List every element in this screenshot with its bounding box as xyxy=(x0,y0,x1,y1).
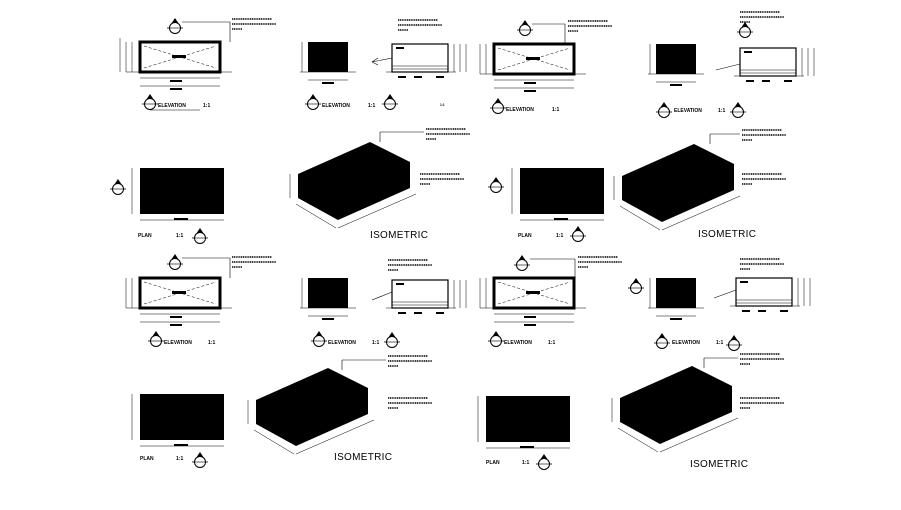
scale-label-8: 1:1 xyxy=(548,340,555,346)
elevation-front-4 xyxy=(478,276,588,328)
isometric-block-2 xyxy=(613,143,741,231)
plan-scale-2: 1:1 xyxy=(556,233,563,239)
scale-label-4: 1:1 xyxy=(552,107,559,113)
plan-title-1: PLAN xyxy=(138,233,152,239)
elevation-side-4 xyxy=(647,277,705,321)
elevation-side-2 xyxy=(647,43,705,87)
section-marker-1 xyxy=(141,93,159,110)
plan-scale-3: 1:1 xyxy=(176,456,183,462)
elevation-title-7: ELEVATION xyxy=(504,340,532,346)
plan-view-3 xyxy=(131,393,225,447)
scale-label-1: 1:1 xyxy=(203,103,210,109)
elevation-title-8: ELEVATION xyxy=(672,340,700,346)
isometric-block-1 xyxy=(289,141,417,229)
isometric-title-2: ISOMETRIC xyxy=(698,229,756,240)
isometric-title-1: ISOMETRIC xyxy=(370,230,428,241)
elevation-front-3 xyxy=(124,276,234,328)
elevation-front-1 xyxy=(119,38,234,92)
scale-label-5: 1:1 xyxy=(718,108,725,114)
plan-scale-4: 1:1 xyxy=(522,460,529,466)
plan-view-1 xyxy=(131,167,225,221)
elevation-open-4 xyxy=(729,277,811,313)
elevation-side-1 xyxy=(299,41,357,85)
isometric-title-4: ISOMETRIC xyxy=(690,459,748,470)
plan-view-4 xyxy=(477,395,571,449)
plan-scale-1: 1:1 xyxy=(176,233,183,239)
isometric-block-3 xyxy=(247,367,375,455)
elevation-title-1: ELEVATION xyxy=(158,103,186,109)
scale-label-2: 1:1 xyxy=(368,103,375,109)
plan-title-4: PLAN xyxy=(486,460,500,466)
elevation-open-3 xyxy=(385,279,467,315)
scale-label-7: 1:1 xyxy=(372,340,379,346)
elevation-title-2: ELEVATION xyxy=(322,103,350,109)
scale-label-3: 1:1 xyxy=(440,103,445,107)
isometric-block-4 xyxy=(611,365,739,453)
elevation-side-3 xyxy=(299,277,357,321)
elevation-open-1 xyxy=(385,43,467,79)
elevation-title-5: ELEVATION xyxy=(164,340,192,346)
elevation-title-3: ELEVATION xyxy=(506,107,534,113)
elevation-title-6: ELEVATION xyxy=(328,340,356,346)
elevation-open-2 xyxy=(733,47,815,83)
plan-title-3: PLAN xyxy=(140,456,154,462)
elevation-front-2 xyxy=(478,42,588,94)
scale-label-9: 1:1 xyxy=(716,340,723,346)
scale-label-6: 1:1 xyxy=(208,340,215,346)
isometric-title-3: ISOMETRIC xyxy=(334,452,392,463)
plan-view-2 xyxy=(511,167,605,221)
plan-title-2: PLAN xyxy=(518,233,532,239)
elevation-title-4: ELEVATION xyxy=(674,108,702,114)
